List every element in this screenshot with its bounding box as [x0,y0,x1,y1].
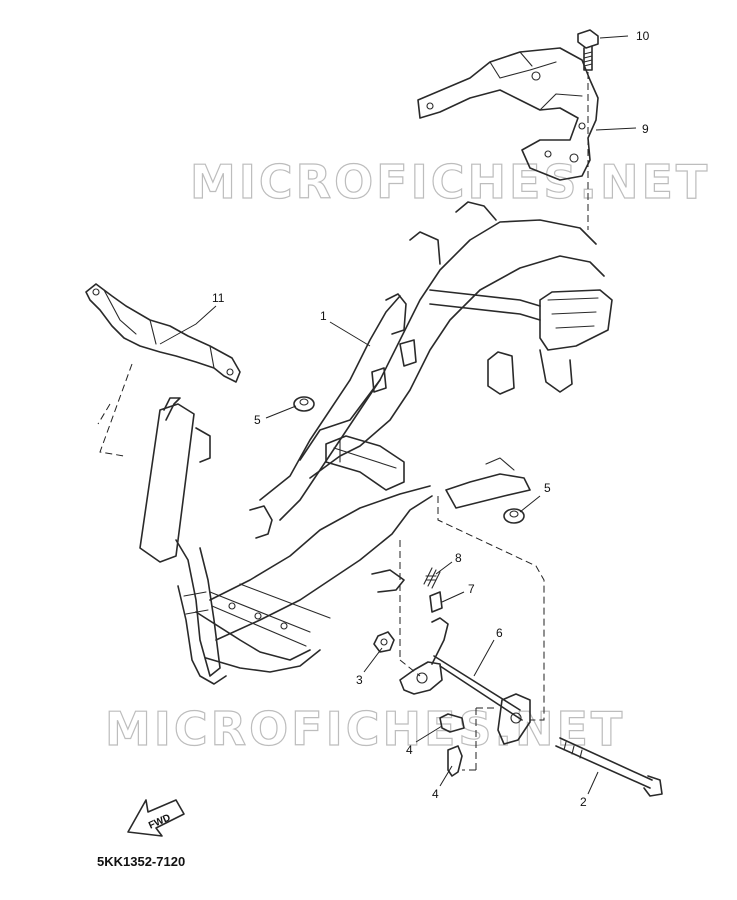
assembly-lines [97,72,589,771]
leader-lines [159,35,637,795]
watermark-bottom: MICROFICHES.NET [105,702,625,756]
callout-2[interactable]: 2 [580,795,587,809]
callout-4-upper[interactable]: 4 [406,743,413,757]
part-6-engine-link[interactable] [399,617,531,745]
callout-9[interactable]: 9 [642,122,649,136]
part-7-collar[interactable] [429,591,443,613]
part-2-long-bolt[interactable] [555,737,663,797]
part-9-rear-bracket[interactable] [417,47,599,181]
callout-7[interactable]: 7 [468,582,475,596]
callout-6[interactable]: 6 [496,626,503,640]
part-4-bolt-lower[interactable] [447,745,463,777]
part-11-side-bracket[interactable] [85,283,241,383]
part-8-spring[interactable] [423,567,441,589]
callout-5-lower[interactable]: 5 [544,481,551,495]
watermark-top: MICROFICHES.NET [190,155,710,209]
callout-5-upper[interactable]: 5 [254,413,261,427]
callout-10[interactable]: 10 [636,29,650,43]
forward-arrow-icon: FWD [127,799,185,837]
drawing-code: 5KK1352-7120 [97,854,185,869]
callout-11[interactable]: 11 [212,291,225,305]
callout-8[interactable]: 8 [455,551,462,565]
forward-label: FWD [147,812,172,831]
part-5-damper-lower[interactable] [503,508,525,524]
part-5-damper-upper[interactable] [293,396,315,412]
callout-4-lower[interactable]: 4 [432,787,439,801]
part-3-nut[interactable] [373,631,395,653]
part-1-main-frame[interactable] [139,201,613,685]
part-10-bolt[interactable] [577,29,599,71]
part-4-bolt-upper[interactable] [439,713,465,733]
callout-1[interactable]: 1 [320,309,327,323]
callout-3[interactable]: 3 [356,673,363,687]
